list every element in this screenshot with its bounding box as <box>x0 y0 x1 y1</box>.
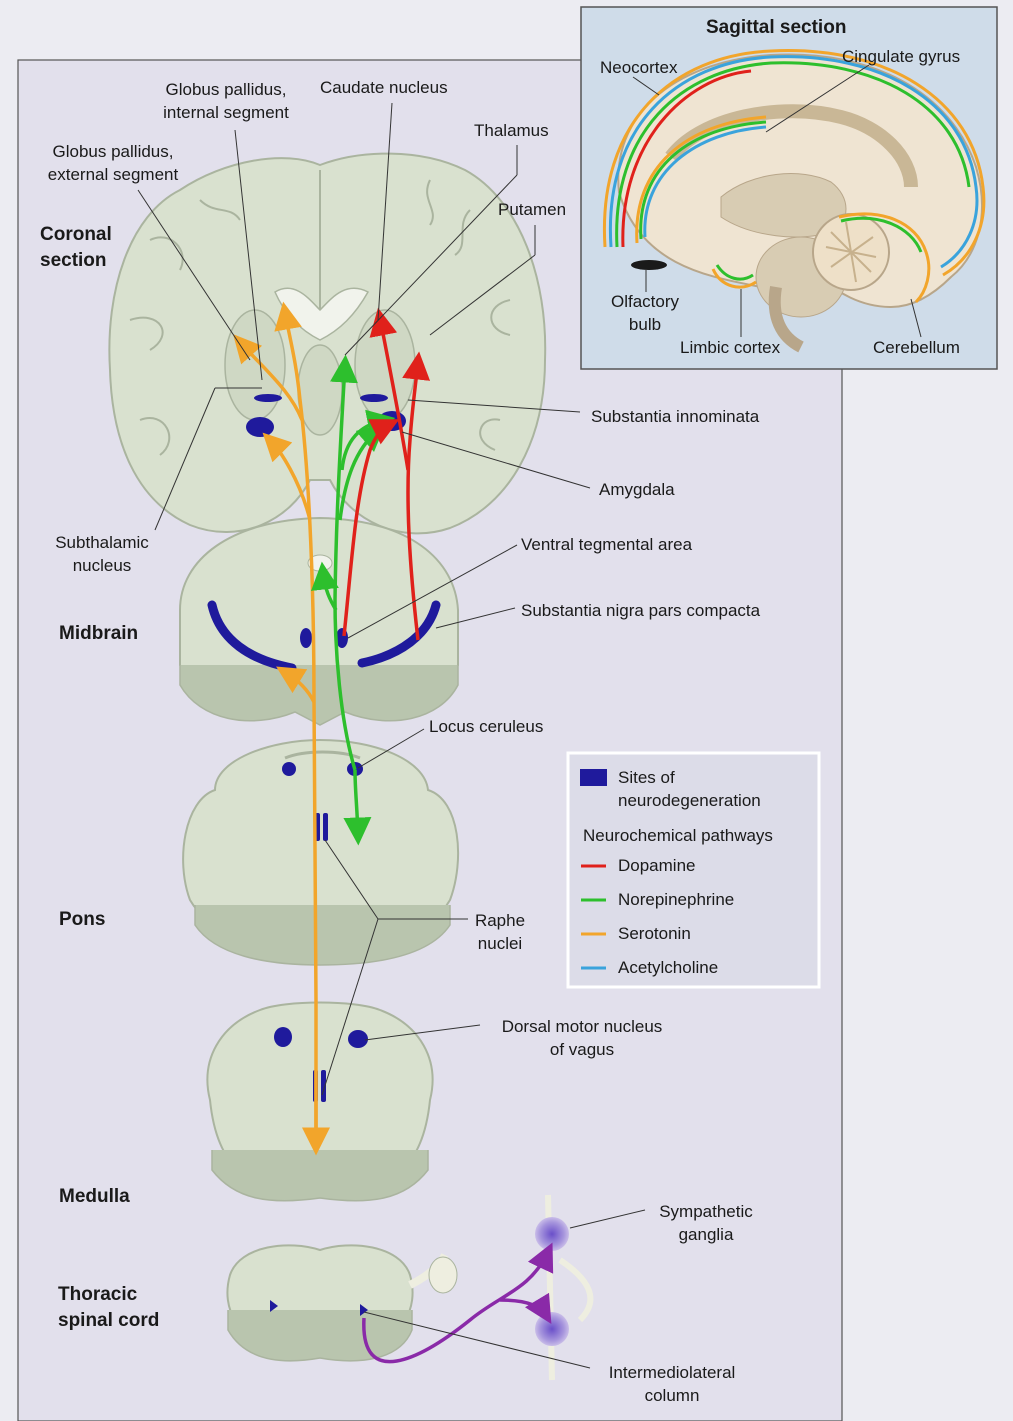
coronal-brain-section <box>109 154 545 534</box>
inset-title: Sagittal section <box>706 17 846 39</box>
substantia-innominata-right <box>360 394 388 402</box>
inset-label-cingulate-gyrus: Cingulate gyrus <box>842 45 960 68</box>
substantia-innominata-left <box>254 394 282 402</box>
section-pons: Pons <box>59 907 105 933</box>
amygdala-left <box>246 417 274 437</box>
section-coronal-line2: section <box>40 248 112 274</box>
label-locus-ceruleus: Locus ceruleus <box>429 715 543 738</box>
legend-sites-label: Sites of neurodegeneration <box>618 766 761 812</box>
label-dorsal-motor-line2: of vagus <box>482 1038 682 1061</box>
inset-label-olfactory-line1: Olfactory <box>598 290 692 313</box>
legend-item-norepinephrine: Norepinephrine <box>618 888 734 911</box>
label-subthalamic-nucleus: Subthalamic nucleus <box>42 531 162 577</box>
section-medulla: Medulla <box>59 1184 130 1210</box>
label-gp-internal-line1: Globus pallidus, <box>148 78 304 101</box>
label-intermediolateral-line1: Intermediolateral <box>592 1361 752 1384</box>
label-ventral-tegmental-area: Ventral tegmental area <box>521 533 692 556</box>
label-subthalamic-line1: Subthalamic <box>42 531 162 554</box>
label-amygdala: Amygdala <box>599 478 675 501</box>
legend-item-dopamine: Dopamine <box>618 854 696 877</box>
legend-sites-line1: Sites of <box>618 766 761 789</box>
inset-label-neocortex: Neocortex <box>600 56 677 79</box>
label-sympathetic-ganglia: Sympathetic ganglia <box>645 1200 767 1246</box>
label-putamen: Putamen <box>498 198 566 221</box>
inset-label-cerebellum: Cerebellum <box>873 336 960 359</box>
label-substantia-nigra-pars-compacta: Substantia nigra pars compacta <box>521 599 760 622</box>
dorsal-motor-left <box>274 1027 292 1047</box>
label-subthalamic-line2: nucleus <box>42 554 162 577</box>
label-substantia-innominata: Substantia innominata <box>591 405 759 428</box>
legend-pathways-heading: Neurochemical pathways <box>583 824 773 847</box>
section-thoracic-line2: spinal cord <box>58 1308 159 1334</box>
medulla-section <box>207 1003 432 1201</box>
label-dorsal-motor-line1: Dorsal motor nucleus <box>482 1015 682 1038</box>
label-gp-internal-line2: internal segment <box>148 101 304 124</box>
label-gp-external-line2: external segment <box>32 163 194 186</box>
legend-sites-swatch <box>580 769 607 786</box>
label-caudate-nucleus: Caudate nucleus <box>320 76 448 99</box>
vta-left <box>300 628 312 648</box>
inset-label-olfactory-line2: bulb <box>598 313 692 336</box>
pons-section <box>183 740 458 965</box>
label-raphe-nuclei: Raphe nuclei <box>468 909 532 955</box>
legend-sites-line2: neurodegeneration <box>618 789 761 812</box>
inset-label-olfactory-bulb: Olfactory bulb <box>598 290 692 336</box>
label-sympathetic-line2: ganglia <box>645 1223 767 1246</box>
sympathetic-ganglion-upper <box>535 1217 569 1251</box>
legend-item-acetylcholine: Acetylcholine <box>618 956 718 979</box>
label-sympathetic-line1: Sympathetic <box>645 1200 767 1223</box>
raphe-pons-right <box>323 813 328 841</box>
label-raphe-line1: Raphe <box>468 909 532 932</box>
section-coronal: Coronal section <box>40 222 112 274</box>
label-dorsal-motor-nucleus: Dorsal motor nucleus of vagus <box>482 1015 682 1061</box>
legend-item-serotonin: Serotonin <box>618 922 691 945</box>
olfactory-bulb-shape <box>631 260 667 270</box>
label-gp-external: Globus pallidus, external segment <box>32 140 194 186</box>
label-gp-external-line1: Globus pallidus, <box>32 140 194 163</box>
label-intermediolateral-line2: column <box>592 1384 752 1407</box>
section-thoracic-line1: Thoracic <box>58 1282 159 1308</box>
sympathetic-ganglion-lower <box>535 1312 569 1346</box>
section-coronal-line1: Coronal <box>40 222 112 248</box>
label-raphe-line2: nuclei <box>468 932 532 955</box>
inset-label-limbic-cortex: Limbic cortex <box>680 336 780 359</box>
section-thoracic-spinal-cord: Thoracic spinal cord <box>58 1282 159 1334</box>
label-gp-internal: Globus pallidus, internal segment <box>148 78 304 124</box>
dorsal-motor-right <box>348 1030 368 1048</box>
label-intermediolateral-column: Intermediolateral column <box>592 1361 752 1407</box>
section-midbrain: Midbrain <box>59 621 138 647</box>
locus-ceruleus-left <box>282 762 296 776</box>
label-thalamus: Thalamus <box>474 119 549 142</box>
